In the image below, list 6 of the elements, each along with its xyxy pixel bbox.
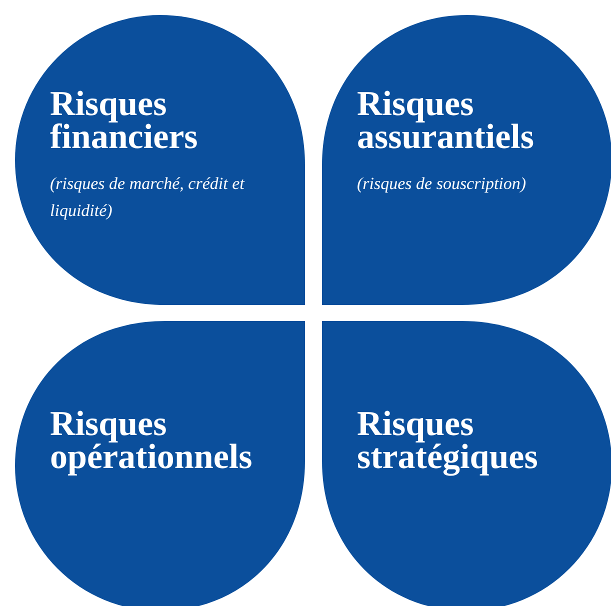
petal-heading: Risques financiers: [50, 87, 199, 154]
petal-heading: Risques stratégiques: [357, 407, 539, 474]
petal-heading: Risques opérationnels: [50, 407, 254, 474]
petal-subtitle: (risques de souscription): [357, 172, 528, 195]
petal-subtitle: (risques de marché, crédit et liquidité): [50, 172, 246, 222]
petal-heading: Risques assurantiels: [357, 87, 535, 154]
